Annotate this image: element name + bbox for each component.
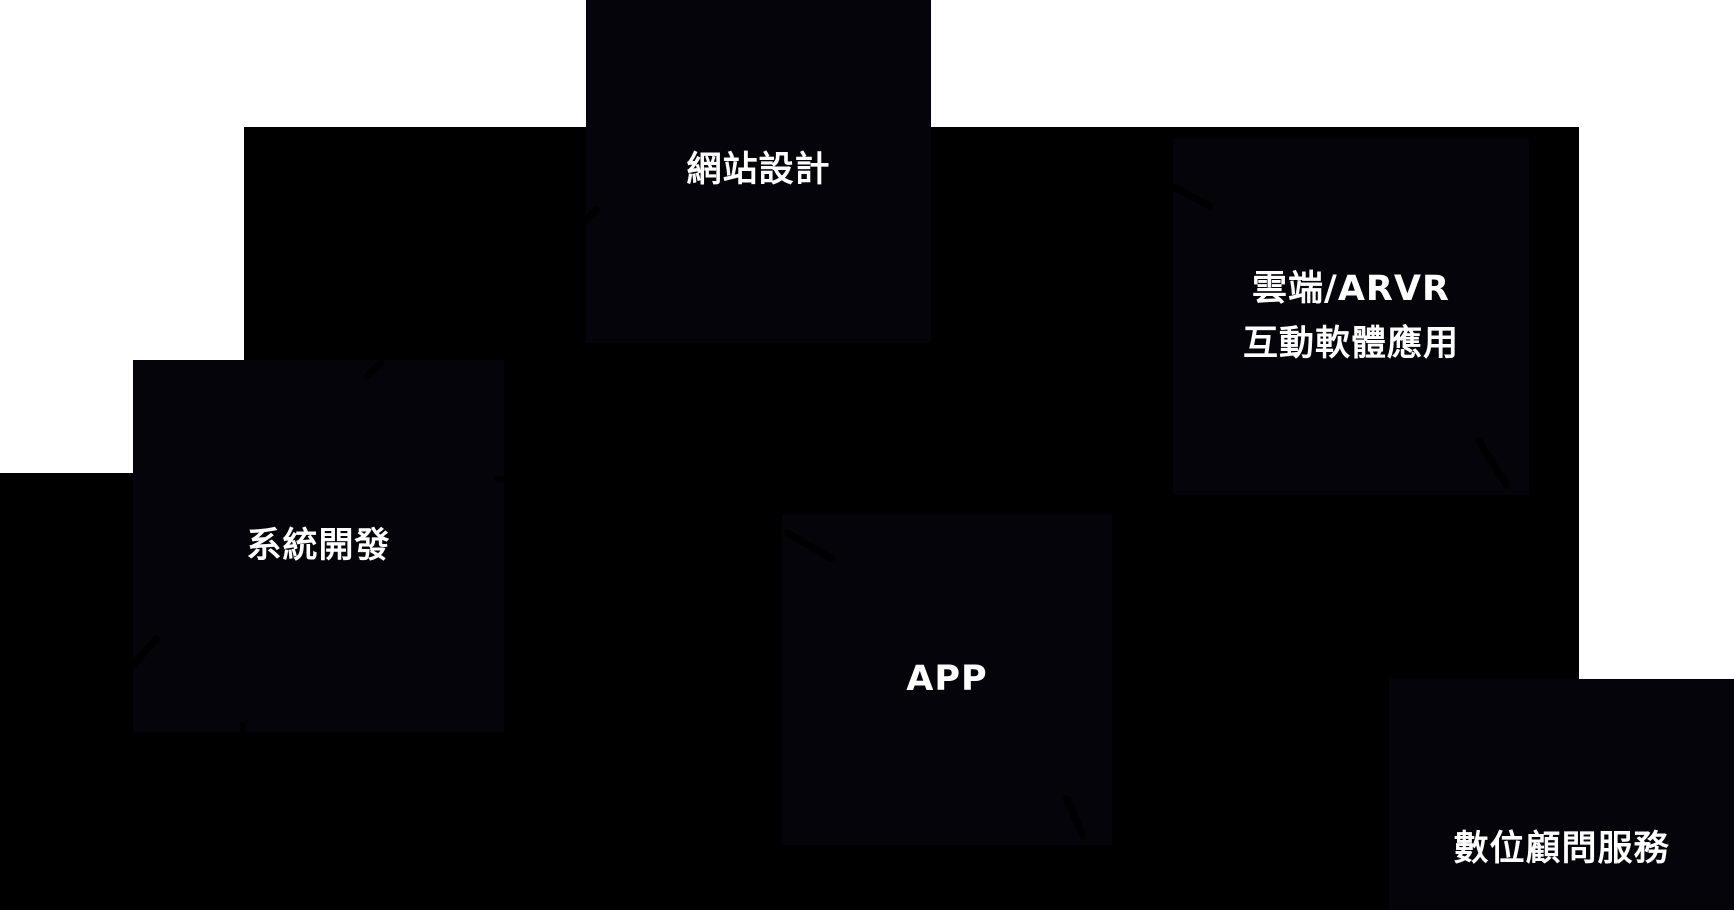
service-label: 系統開發 [246,525,391,566]
service-tile-digital-consulting[interactable]: 數位顧問服務 [1389,679,1734,910]
diagonal-stroke-decoration [1474,437,1512,490]
diagonal-stroke-decoration [362,360,386,382]
diagonal-stroke-decoration [133,634,161,669]
service-label: APP [906,659,988,699]
diagonal-stroke-decoration [1062,794,1088,841]
service-tile-web-design[interactable]: 網站設計 [586,0,931,343]
diagonal-stroke-decoration [586,204,602,225]
diagonal-stroke-decoration [782,527,836,564]
service-tile-system-development[interactable]: 系統開發 [133,360,504,732]
service-tile-cloud-arvr[interactable]: 雲端/ARVR 互動軟體應用 [1173,138,1529,495]
notch-decoration [495,476,504,482]
service-label: 網站設計 [686,150,831,190]
notch-decoration [240,722,246,732]
diagonal-stroke-decoration [1173,182,1214,211]
service-tile-app[interactable]: APP [782,514,1112,845]
service-label: 數位顧問服務 [1453,829,1670,869]
service-label: 雲端/ARVR 互動軟體應用 [1242,268,1459,364]
